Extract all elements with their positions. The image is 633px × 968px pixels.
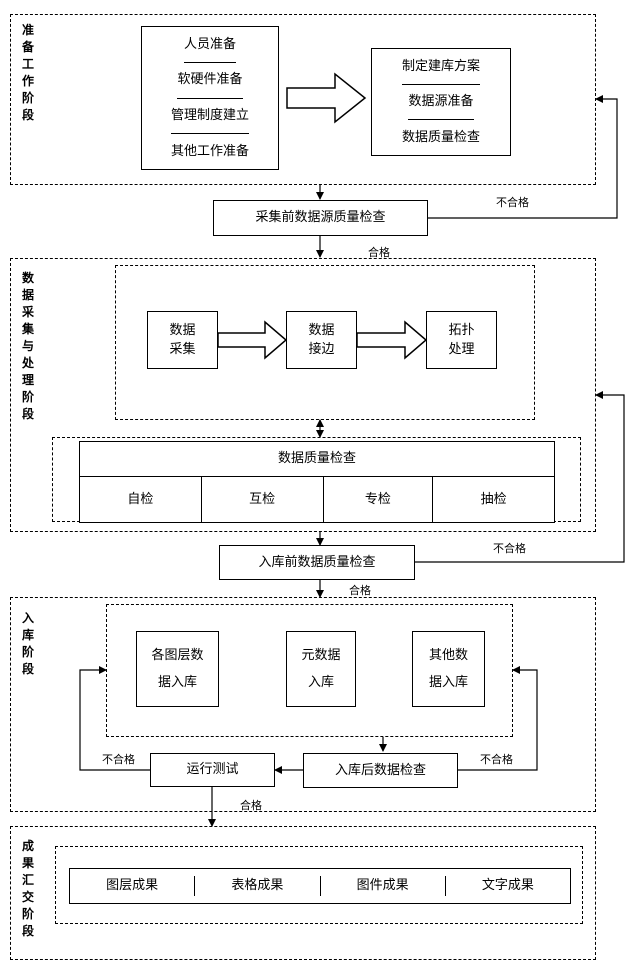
output-table: 图层成果 表格成果 图件成果 文字成果 <box>69 868 571 904</box>
stage-output <box>10 826 596 960</box>
stage-storage-label: 入库阶段 <box>21 611 34 676</box>
pre-collect-check: 采集前数据源质量检查 <box>213 200 428 236</box>
prep-task: 人员准备 <box>183 27 236 63</box>
plan-task-list: 制定建库方案 数据源准备 数据质量检查 <box>371 48 511 156</box>
plan-task: 数据质量检查 <box>401 129 480 145</box>
storage-item: 其他数据入库 <box>412 631 485 707</box>
stage-output-label: 成果汇交阶段 <box>21 839 34 938</box>
storage-item: 元数据入库 <box>286 631 356 707</box>
check-method: 自检 <box>80 477 202 522</box>
collect-arrow-2 <box>356 320 428 360</box>
fail-label-1: 不合格 <box>496 196 529 209</box>
run-test: 运行测试 <box>150 753 275 787</box>
storage-item: 各图层数据入库 <box>136 631 219 707</box>
check-method: 专检 <box>324 477 434 522</box>
stage-prep-label: 准备工作阶段 <box>21 23 34 122</box>
plan-task: 制定建库方案 <box>401 49 480 85</box>
collect-step: 拓扑处理 <box>426 311 497 369</box>
pass-label-2: 合格 <box>349 584 371 597</box>
quality-check-title: 数据质量检查 <box>80 442 554 477</box>
prep-task-list: 人员准备 软硬件准备 管理制度建立 其他工作准备 <box>141 26 279 170</box>
plan-task: 数据源准备 <box>408 85 474 121</box>
stage-prep <box>10 14 596 185</box>
storage-process-box <box>106 604 513 737</box>
output-dashed <box>55 846 583 924</box>
prep-task: 管理制度建立 <box>170 99 249 135</box>
fail-label-2: 不合格 <box>493 542 526 555</box>
stage-collect <box>10 258 596 532</box>
pass-label-1: 合格 <box>368 246 390 259</box>
stage-collect-label: 数据采集与处理阶段 <box>21 271 34 421</box>
pass-label-3: 合格 <box>240 799 262 812</box>
prep-task: 其他工作准备 <box>170 143 249 159</box>
stage-storage <box>10 597 596 812</box>
collect-step: 数据接边 <box>286 311 357 369</box>
output-item: 图层成果 <box>70 876 196 896</box>
collect-process-box <box>115 265 535 420</box>
quality-check-table: 数据质量检查 自检 互检 专检 抽检 <box>79 441 555 523</box>
collect-arrow-1 <box>217 320 288 360</box>
post-storage-check: 入库后数据检查 <box>303 753 458 788</box>
output-item: 表格成果 <box>195 876 321 896</box>
output-item: 文字成果 <box>481 878 534 894</box>
fail-label-left: 不合格 <box>102 753 135 766</box>
output-item: 图件成果 <box>321 876 446 896</box>
pre-storage-check: 入库前数据质量检查 <box>219 545 415 580</box>
check-method: 抽检 <box>480 491 507 507</box>
collect-step: 数据采集 <box>147 311 218 369</box>
prep-hollow-arrow <box>286 72 367 124</box>
prep-task: 软硬件准备 <box>177 63 243 99</box>
quality-check-methods: 自检 互检 专检 抽检 <box>80 477 554 522</box>
fail-label-right: 不合格 <box>480 753 513 766</box>
check-method: 互检 <box>202 477 324 522</box>
